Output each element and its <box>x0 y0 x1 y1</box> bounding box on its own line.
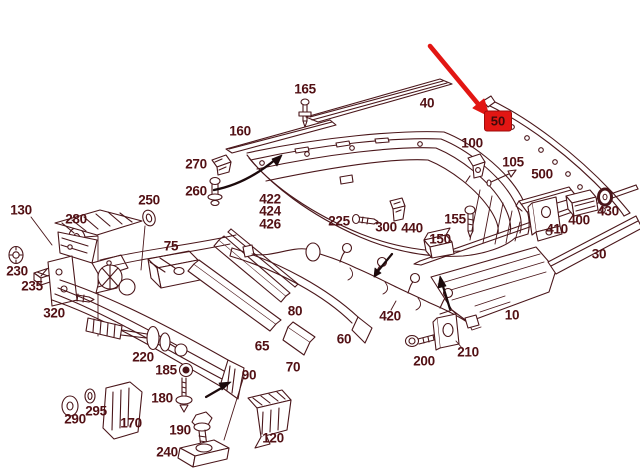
part-400-box <box>565 189 599 217</box>
part-160-strip <box>225 119 337 154</box>
part-270-clip <box>211 154 232 176</box>
part-65-bar <box>187 259 282 332</box>
part-210-clip <box>432 309 463 351</box>
part-170-bracket <box>102 381 143 440</box>
part-240-bracket <box>177 439 230 468</box>
part-220-shock-absorber <box>85 317 188 357</box>
part-180-stud <box>175 377 193 413</box>
highlight-box-part-50: 50 <box>484 110 512 132</box>
part-410-bracket <box>527 196 563 242</box>
part-430-grommet <box>597 187 613 207</box>
part-225-plug <box>351 213 379 225</box>
part-105-pin <box>486 169 517 187</box>
part-250-grommet <box>140 209 156 271</box>
part-185-nut <box>178 362 194 378</box>
part-230-washer <box>8 245 24 265</box>
part-120-bracket <box>223 375 292 449</box>
part-40-molding-strip <box>305 78 453 123</box>
tail-panel-detail <box>97 234 237 296</box>
part-90-reinforcement-beam <box>47 255 245 400</box>
pointer-arrows <box>204 154 452 399</box>
part-440-box <box>423 227 455 259</box>
part-290-washer <box>61 395 79 417</box>
part-100-clip <box>465 153 486 183</box>
part-70-piece <box>282 321 316 356</box>
part-190-bolt <box>191 411 213 455</box>
part-165-rivet <box>298 98 312 128</box>
part-155-rivet <box>464 205 476 238</box>
part-295-grommet <box>84 388 96 404</box>
part-260-fastener <box>207 176 223 207</box>
part-80-bars <box>213 228 299 303</box>
part-300-clip <box>389 197 406 222</box>
part-30-strip <box>547 215 640 275</box>
